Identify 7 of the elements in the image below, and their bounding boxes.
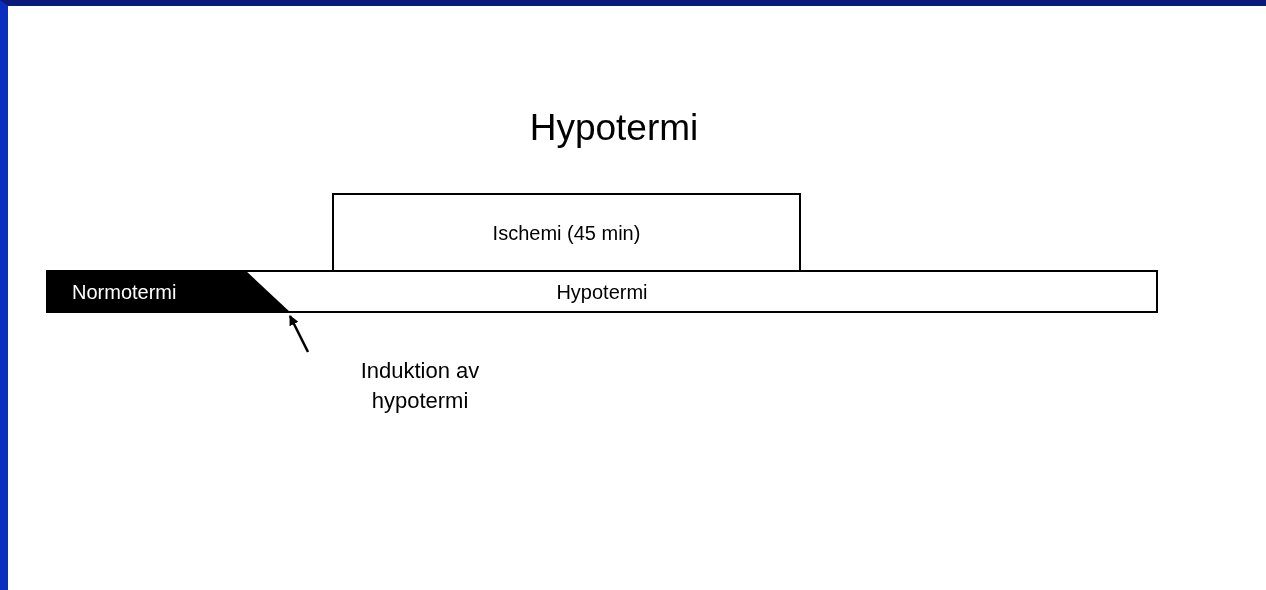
- arrow: [288, 315, 310, 353]
- hypothermia-bar: [46, 270, 1158, 313]
- ischemia-box: Ischemi (45 min): [332, 193, 801, 272]
- annotation-text: Induktion av hypotermi: [330, 356, 510, 436]
- title: Hypotermi: [528, 106, 700, 150]
- normothermia-segment: Normotermi: [46, 270, 291, 313]
- bar-label: Hypotermi: [556, 279, 648, 305]
